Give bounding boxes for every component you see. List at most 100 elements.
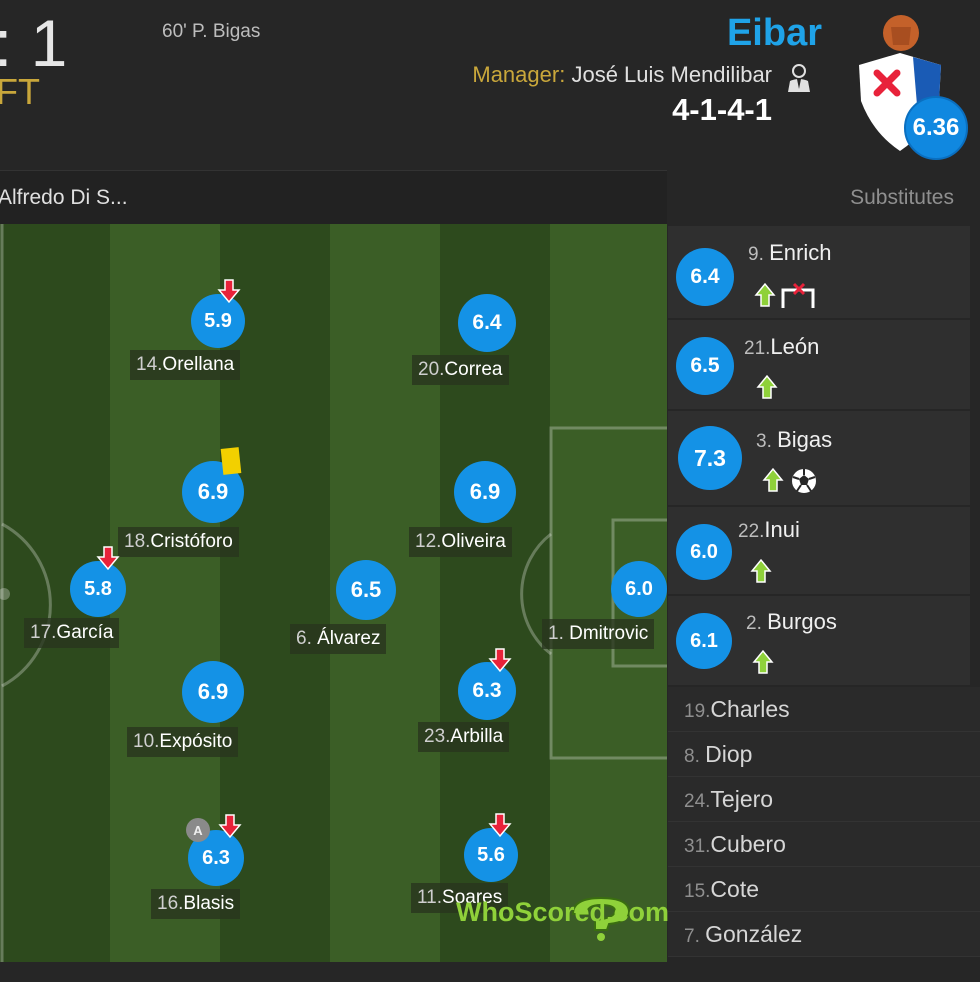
team-rating-badge: 6.36	[904, 96, 968, 160]
substitute-row-bigas[interactable]: 7.3 3. Bigas	[668, 411, 970, 506]
match-status: FT	[0, 71, 40, 112]
player-number: 11.	[417, 887, 443, 908]
missed-shot-goal-icon	[781, 282, 815, 308]
sub-in-arrow-icon	[754, 282, 776, 307]
player-number: 23.	[424, 726, 451, 747]
substitute-name-label: 2. Burgos	[746, 609, 837, 635]
player-number: 12.	[415, 531, 442, 552]
team-name[interactable]: Eibar	[726, 12, 822, 54]
substitute-name: Cubero	[710, 831, 786, 857]
player-name-label: 10.Expósito	[127, 727, 239, 757]
player-number: 20.	[418, 359, 445, 380]
player-name-label: 23.Arbilla	[418, 722, 510, 752]
substitutes-title: Substitutes	[850, 186, 954, 209]
substitute-row-burgos[interactable]: 6.1 2. Burgos	[668, 596, 970, 686]
goal-ball-icon	[792, 469, 816, 493]
sub-in-arrow-icon	[752, 649, 774, 674]
opponent-manager-name: Alfredo Di S...	[0, 186, 128, 209]
substitute-number: 7.	[684, 926, 706, 947]
substitute-name: Diop	[705, 741, 753, 767]
substitute-row-leon[interactable]: 6.5 21.León	[668, 320, 970, 410]
player-number: 10.	[133, 731, 160, 752]
player-rating: 5.6	[464, 828, 518, 882]
player-name: Expósito	[159, 731, 233, 752]
player-number: 1.	[548, 623, 570, 644]
player-name: Dmitrovic	[569, 623, 649, 644]
team-formation: 4-1-4-1	[672, 92, 772, 127]
substitute-name: Charles	[710, 696, 790, 722]
player-name: Arbilla	[450, 726, 504, 747]
player-name-label: 17.García	[24, 618, 120, 648]
player-name-label: 16.Blasis	[151, 889, 241, 919]
sub-in-arrow-icon	[756, 374, 778, 399]
substitute-row-inui[interactable]: 6.0 22.Inui	[668, 507, 970, 595]
player-rating: 5.8	[70, 561, 126, 617]
unused-substitute-label: 15.Cote	[684, 876, 759, 903]
player-name-label: 14.Orellana	[130, 350, 241, 380]
unused-substitute-label: 7. González	[684, 921, 802, 948]
substitute-name-label: 3. Bigas	[756, 427, 832, 453]
unused-substitute-label: 8. Diop	[684, 741, 752, 768]
unused-substitute-label: 19.Charles	[684, 696, 790, 723]
lineup-header-bar	[0, 170, 667, 224]
player-rating: 6.3	[458, 662, 516, 720]
sub-out-arrow-icon	[488, 648, 512, 673]
player-rating: 5.9	[191, 294, 245, 348]
substitute-number: 21.	[744, 338, 771, 359]
player-name: Soares	[442, 887, 503, 908]
unused-substitute-row[interactable]: 31.Cubero	[668, 822, 980, 867]
substitute-number: 24.	[684, 791, 711, 812]
player-rating: 6.5	[336, 560, 396, 620]
sub-out-arrow-icon	[96, 546, 120, 571]
substitute-number: 31.	[684, 836, 711, 857]
substitute-number: 22.	[738, 521, 765, 542]
whoscored-logo-icon	[571, 896, 631, 941]
substitute-name: Tejero	[710, 786, 774, 812]
substitute-name: Enrich	[769, 240, 832, 265]
substitute-name: Burgos	[767, 609, 837, 634]
player-rating: 6.9	[182, 661, 244, 723]
substitute-number: 9.	[748, 244, 770, 265]
player-name-label: 11.Soares	[411, 883, 509, 913]
unused-substitute-row[interactable]: 8. Diop	[668, 732, 980, 777]
substitute-name: González	[705, 921, 803, 947]
bottom-bar	[0, 962, 980, 982]
pitch	[0, 224, 667, 962]
substitute-number: 19.	[684, 701, 711, 722]
substitute-name-label: 21.León	[744, 334, 819, 360]
player-name: Orellana	[162, 354, 235, 375]
player-number: 14.	[136, 354, 163, 375]
substitute-rating: 6.1	[676, 613, 732, 669]
substitute-rating: 6.5	[676, 337, 734, 395]
player-number: 17.	[30, 622, 57, 643]
manager-icon	[788, 64, 810, 92]
unused-substitute-row[interactable]: 24.Tejero	[668, 777, 980, 822]
substitute-number: 3.	[756, 431, 778, 452]
player-name: García	[56, 622, 114, 643]
unused-substitute-label: 24.Tejero	[684, 786, 773, 813]
match-score: : 1	[0, 6, 68, 80]
sub-out-arrow-icon	[217, 279, 241, 304]
player-rating: 6.4	[458, 294, 516, 352]
substitute-name-label: 22.Inui	[738, 517, 800, 543]
captain-badge-icon: A	[186, 818, 210, 842]
substitute-rating: 6.0	[676, 524, 732, 580]
player-number: 18.	[124, 531, 151, 552]
player-name-label: 6. Álvarez	[290, 624, 387, 654]
player-name-label: 20.Correa	[412, 355, 509, 385]
player-rating: 6.0	[611, 561, 667, 617]
unused-substitute-row[interactable]: 19.Charles	[668, 687, 980, 732]
goal-scorer: 60' P. Bigas	[162, 21, 261, 42]
player-name: Álvarez	[317, 628, 381, 649]
player-number: 16.	[157, 893, 184, 914]
substitute-rating: 7.3	[678, 426, 742, 490]
pitch-stripe	[220, 224, 330, 962]
manager-label: Manager:	[472, 62, 566, 87]
unused-substitute-row[interactable]: 15.Cote	[668, 867, 980, 912]
substitute-row-enrich[interactable]: 6.4 9. Enrich	[668, 226, 970, 319]
whoscored-watermark: WhoScored.com	[456, 897, 670, 927]
unused-substitute-row[interactable]: 7. González	[668, 912, 980, 957]
substitute-name-label: 9. Enrich	[748, 240, 831, 266]
substitute-number: 2.	[746, 613, 768, 634]
player-name-label: 1. Dmitrovic	[542, 619, 655, 649]
